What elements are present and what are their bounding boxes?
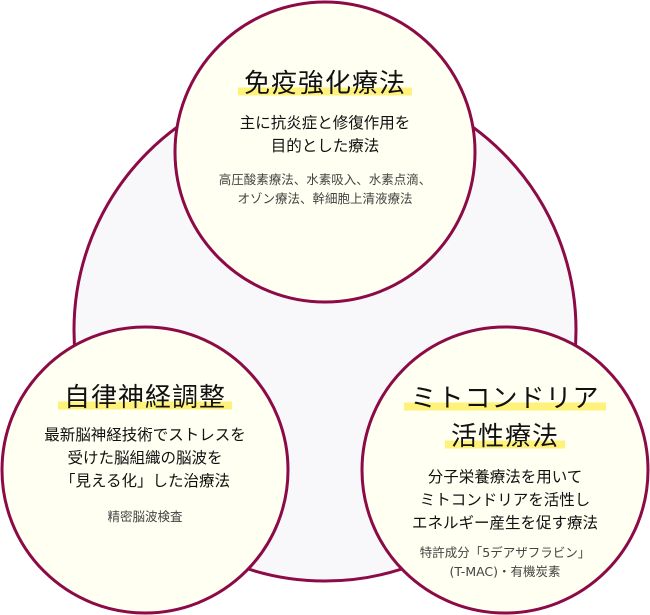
immune-method-line: 高圧酸素療法、水素吸入、水素点滴、 (218, 172, 432, 187)
immune-description: 主に抗炎症と修復作用を 目的とした療法 (240, 112, 411, 158)
mitochondria-method-line: (T-MAC)・有機炭素 (449, 564, 561, 579)
mitochondria-methods: 特許成分「5デアザフラビン」 (T-MAC)・有機炭素 (420, 543, 590, 581)
immune-methods: 高圧酸素療法、水素吸入、水素点滴、 オゾン療法、幹細胞上清液療法 (219, 170, 432, 208)
autonomic-description: 最新脳神経技術でストレスを 受けた脳組織の脳波を 「見える化」した治療法 (44, 424, 246, 493)
autonomic-methods: 精密脳波検査 (107, 507, 182, 526)
immune-title-text: 免疫強化療法 (237, 69, 412, 99)
mitochondria-description: 分子栄養療法を用いて ミトコンドリアを活性し エネルギー産生を促す療法 (412, 466, 598, 535)
autonomic-desc-line: 「見える化」した治療法 (59, 472, 231, 490)
immune-therapy-card: 免疫強化療法 主に抗炎症と修復作用を 目的とした療法 高圧酸素療法、水素吸入、水… (175, 66, 475, 208)
autonomic-desc-line: 受けた脳組織の脳波を (67, 449, 223, 467)
immune-title: 免疫強化療法 (237, 66, 412, 102)
mitochondria-method-line: 特許成分「5デアザフラビン」 (419, 545, 591, 560)
immune-method-line: オゾン療法、幹細胞上清液療法 (237, 191, 413, 206)
mitochondria-desc-line: ミトコンドリアを活性し (419, 491, 591, 509)
mitochondria-desc-line: エネルギー産生を促す療法 (411, 514, 598, 532)
mitochondria-title-line: 活性療法 (444, 422, 565, 452)
mitochondria-desc-line: 分子栄養療法を用いて (427, 468, 583, 486)
mitochondria-title-line: ミトコンドリア (404, 384, 606, 414)
immune-desc-line: 主に抗炎症と修復作用を (239, 114, 411, 132)
autonomic-desc-line: 最新脳神経技術でストレスを (44, 426, 246, 444)
autonomic-method-line: 精密脳波検査 (107, 509, 183, 524)
immune-desc-line: 目的とした療法 (270, 137, 380, 155)
mitochondria-title: ミトコンドリア 活性療法 (404, 380, 606, 456)
autonomic-title-text: 自律神経調整 (57, 383, 232, 413)
mitochondria-therapy-card: ミトコンドリア 活性療法 分子栄養療法を用いて ミトコンドリアを活性し エネルギ… (365, 380, 645, 581)
autonomic-title: 自律神経調整 (57, 380, 232, 416)
autonomic-therapy-card: 自律神経調整 最新脳神経技術でストレスを 受けた脳組織の脳波を 「見える化」した… (5, 380, 285, 526)
